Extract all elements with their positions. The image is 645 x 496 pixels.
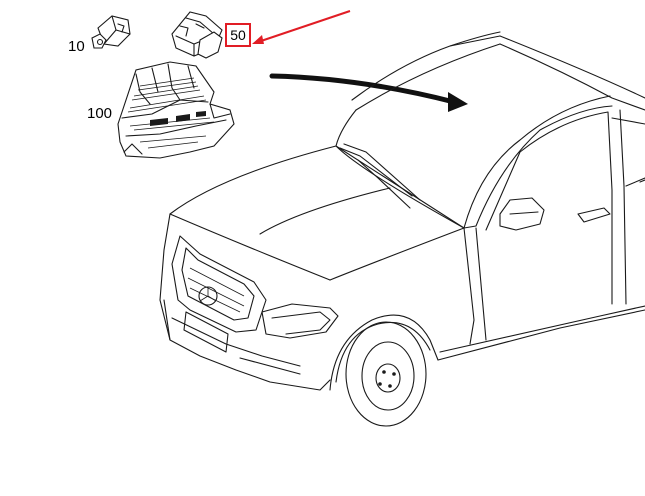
callout-part-50: 50 <box>225 23 251 47</box>
callout-part-100: 100 <box>87 105 113 122</box>
location-arrow <box>269 73 468 112</box>
vehicle-outline <box>159 31 645 427</box>
part-50-module <box>171 11 223 59</box>
part-100-housing <box>117 61 235 159</box>
part-10-sensor <box>91 15 131 49</box>
callout-part-10: 10 <box>68 38 85 55</box>
highlight-arrow <box>252 10 351 44</box>
